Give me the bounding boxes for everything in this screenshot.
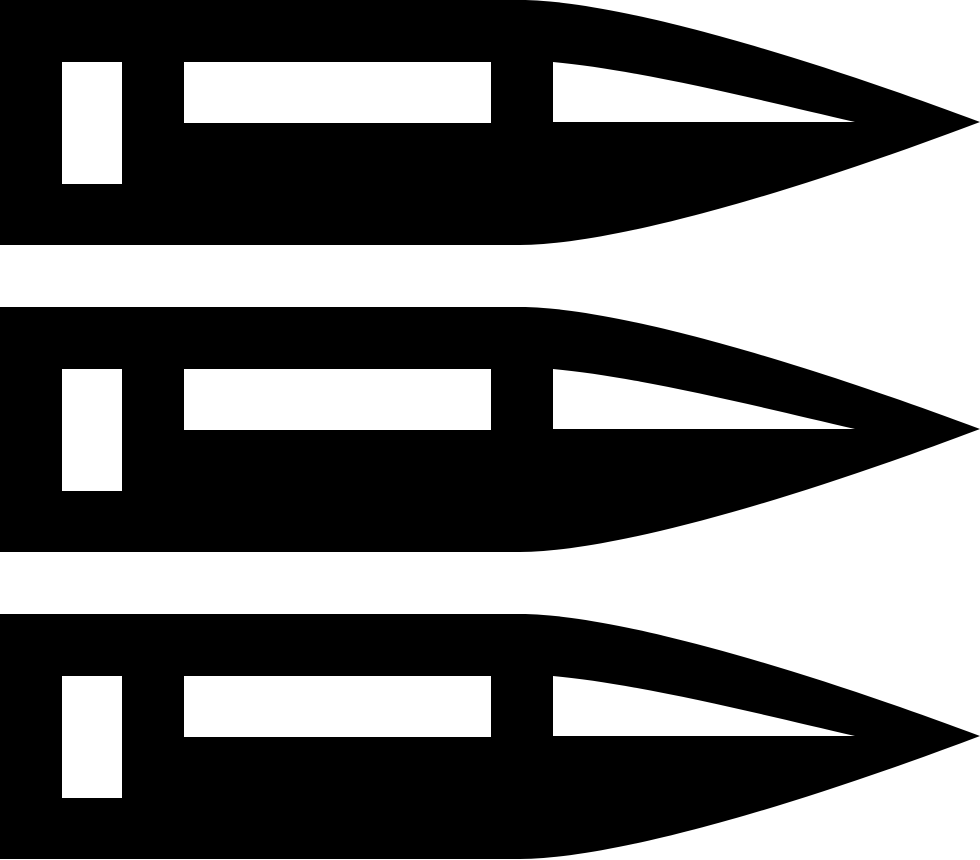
bullet-3-icon — [0, 614, 980, 859]
bullet-2-icon — [0, 307, 980, 552]
bullet-1-icon — [0, 0, 980, 245]
